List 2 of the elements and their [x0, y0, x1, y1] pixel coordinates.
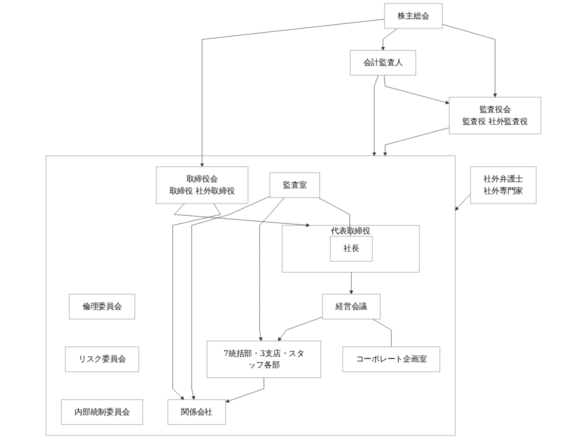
cluster [46, 156, 456, 436]
connector [318, 197, 351, 237]
